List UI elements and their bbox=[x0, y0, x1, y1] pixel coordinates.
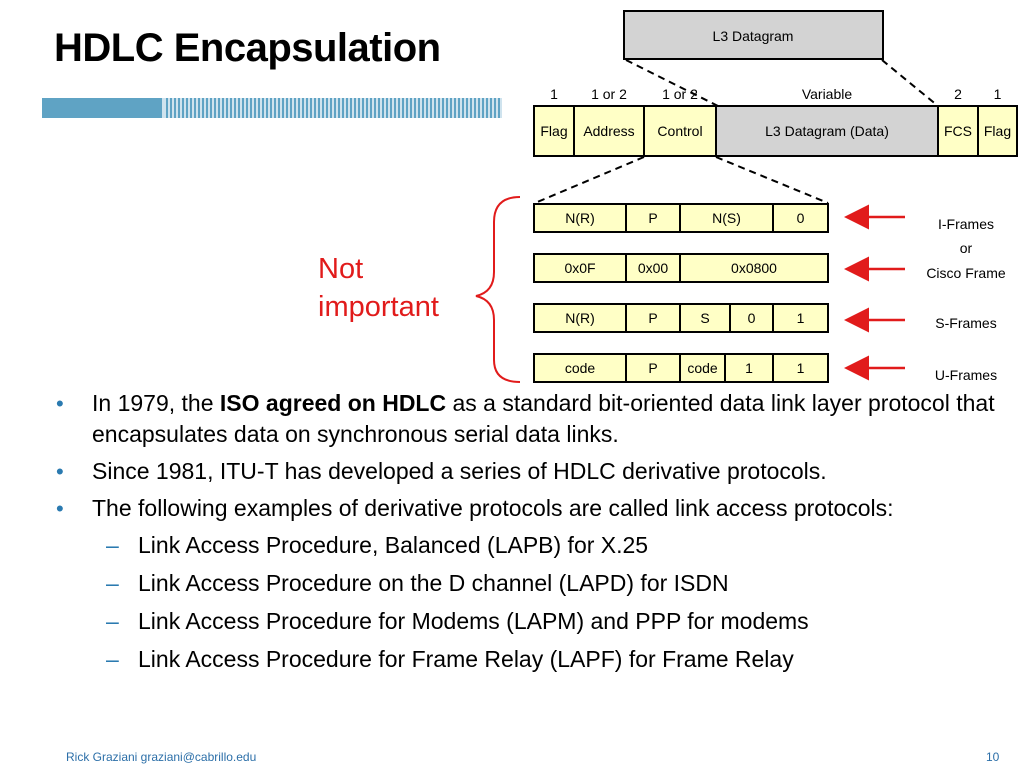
dash-icon: – bbox=[106, 646, 119, 672]
field-size-label: 1 or 2 bbox=[662, 86, 698, 102]
label-cisco-frame: Cisco Frame bbox=[926, 265, 1006, 281]
frame-row-cell bbox=[724, 353, 774, 383]
label-i-frames: I-Frames bbox=[938, 216, 994, 232]
frame-field-label: Flag bbox=[984, 123, 1011, 139]
frame-row-cell-label: 0x00 bbox=[638, 260, 669, 276]
sub-bullet-item: – Link Access Procedure, Balanced (LAPB)… bbox=[56, 530, 996, 561]
sub-bullet-item: – Link Access Procedure for Frame Relay … bbox=[56, 644, 996, 675]
footer-author: Rick Graziani graziani@cabrillo.edu bbox=[66, 750, 257, 764]
bullet-text: The following examples of derivative pro… bbox=[92, 495, 894, 521]
frame-row-cell-label: 0 bbox=[797, 210, 805, 226]
frame-row-cell bbox=[625, 303, 681, 333]
bullet-item: • The following examples of derivative p… bbox=[56, 493, 996, 524]
hdlc-frame-diagram: L3 Datagram 1 1 or 2 1 or 2 Variable 2 1 Flag… bbox=[475, 10, 1018, 383]
frame-row-cell-label: S bbox=[700, 310, 709, 326]
dash-icon: – bbox=[106, 570, 119, 596]
frame-row-cell bbox=[533, 203, 627, 233]
label-u-frames: U-Frames bbox=[935, 367, 997, 383]
sub-bullet-text: Link Access Procedure on the D channel (… bbox=[138, 570, 729, 596]
bullet-item: • Since 1981, ITU-T has developed a seri… bbox=[56, 456, 996, 487]
frame-row-cell-label: 1 bbox=[745, 360, 753, 376]
dash-icon: – bbox=[106, 532, 119, 558]
bullet-text: Since 1981, ITU-T has developed a series… bbox=[92, 458, 827, 484]
field-size-label: 1 bbox=[550, 86, 558, 102]
frame-field-label: Address bbox=[583, 123, 634, 139]
l3-datagram-box bbox=[623, 10, 884, 60]
bullet-item: • In 1979, the ISO agreed on HDLC as a s… bbox=[56, 388, 996, 450]
page-title: HDLC Encapsulation bbox=[54, 26, 441, 70]
sub-bullet-text: Link Access Procedure, Balanced (LAPB) f… bbox=[138, 532, 649, 558]
frame-row-cell-label: P bbox=[648, 360, 657, 376]
frame-row-cell-label: code bbox=[687, 360, 718, 376]
frame-row-cell bbox=[772, 203, 829, 233]
not-important-line-2: important bbox=[318, 291, 439, 323]
not-important-note: Not important bbox=[318, 250, 439, 326]
frame-field-label: Flag bbox=[540, 123, 567, 139]
bullet-dot-icon: • bbox=[56, 459, 64, 484]
dash-icon: – bbox=[106, 608, 119, 634]
bullet-text-bold: ISO agreed on HDLC bbox=[219, 390, 447, 416]
frame-row-cell-label: N(R) bbox=[565, 210, 595, 226]
frame-row-cell-label: N(R) bbox=[565, 310, 595, 326]
frame-row-cell-label: 0x0800 bbox=[731, 260, 777, 276]
bullet-list: • In 1979, the ISO agreed on HDLC as a s… bbox=[56, 388, 996, 682]
frame-row-cell-label: code bbox=[565, 360, 596, 376]
bullet-dot-icon: • bbox=[56, 496, 64, 521]
sub-bullet-item: – Link Access Procedure on the D channel… bbox=[56, 568, 996, 599]
decorative-stripe-banner bbox=[42, 98, 502, 118]
frame-row-cell bbox=[772, 303, 829, 333]
bullet-text-pre: In 1979, the bbox=[92, 390, 220, 416]
frame-row-cell bbox=[679, 353, 726, 383]
sub-bullet-item: – Link Access Procedure for Modems (LAPM… bbox=[56, 606, 996, 637]
frame-field-label: L3 Datagram (Data) bbox=[765, 123, 889, 139]
frame-row-cell bbox=[533, 253, 627, 283]
frame-field-box bbox=[643, 105, 717, 157]
frame-field-box bbox=[937, 105, 979, 157]
label-or: or bbox=[960, 240, 973, 256]
frame-row-cell bbox=[533, 303, 627, 333]
bullet-text-post: as a standard bit-oriented data link lay… bbox=[92, 390, 995, 447]
field-size-label: 1 bbox=[994, 86, 1002, 102]
frame-row-cell bbox=[625, 203, 681, 233]
bullet-dot-icon: • bbox=[56, 391, 64, 416]
frame-field-box bbox=[977, 105, 1018, 157]
frame-row-cell bbox=[679, 253, 829, 283]
frame-field-label: FCS bbox=[944, 123, 972, 139]
frame-row-cell-label: P bbox=[648, 210, 657, 226]
frame-row-cell bbox=[625, 353, 681, 383]
sub-bullet-text: Link Access Procedure for Modems (LAPM) … bbox=[138, 608, 809, 634]
field-size-label: 1 or 2 bbox=[591, 86, 627, 102]
frame-field-label: Control bbox=[657, 123, 702, 139]
frame-row-cell-label: N(S) bbox=[712, 210, 741, 226]
page-number: 10 bbox=[986, 750, 1000, 764]
frame-row-cell-label: P bbox=[648, 310, 657, 326]
field-size-label: Variable bbox=[802, 86, 853, 102]
not-important-line-1: Not bbox=[318, 253, 364, 285]
frame-row-cell-label: 1 bbox=[797, 310, 805, 326]
frame-row-cell bbox=[772, 353, 829, 383]
frame-row-cell-label: 0 bbox=[748, 310, 756, 326]
l3-datagram-label: L3 Datagram bbox=[713, 28, 794, 44]
sub-bullet-text: Link Access Procedure for Frame Relay (L… bbox=[138, 646, 794, 672]
frame-row-cell-label: 0x0F bbox=[564, 260, 595, 276]
label-s-frames: S-Frames bbox=[935, 315, 996, 331]
curly-brace bbox=[475, 196, 521, 383]
field-size-label: 2 bbox=[954, 86, 962, 102]
frame-row-cell-label: 1 bbox=[797, 360, 805, 376]
